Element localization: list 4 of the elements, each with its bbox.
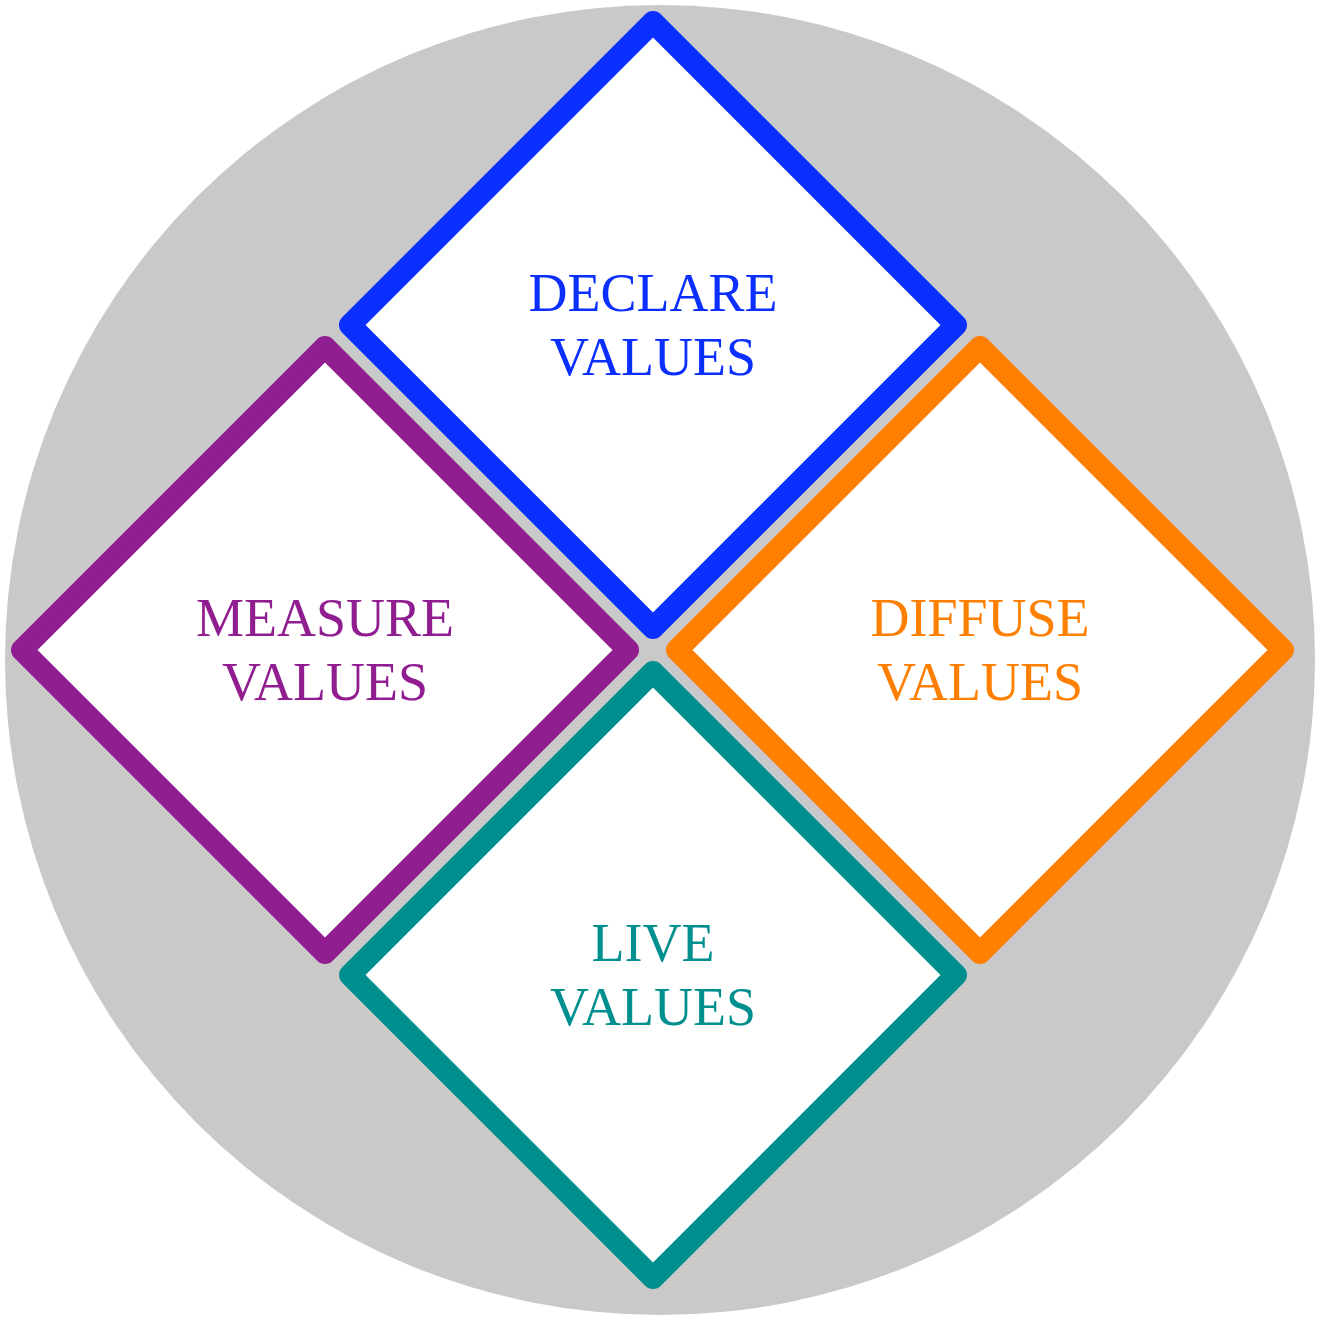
node-label: LIVE VALUES bbox=[548, 912, 757, 1039]
node-label: DECLARE VALUES bbox=[527, 262, 779, 389]
node-label: DIFFUSE VALUES bbox=[869, 587, 1091, 714]
node-label: MEASURE VALUES bbox=[195, 587, 455, 714]
